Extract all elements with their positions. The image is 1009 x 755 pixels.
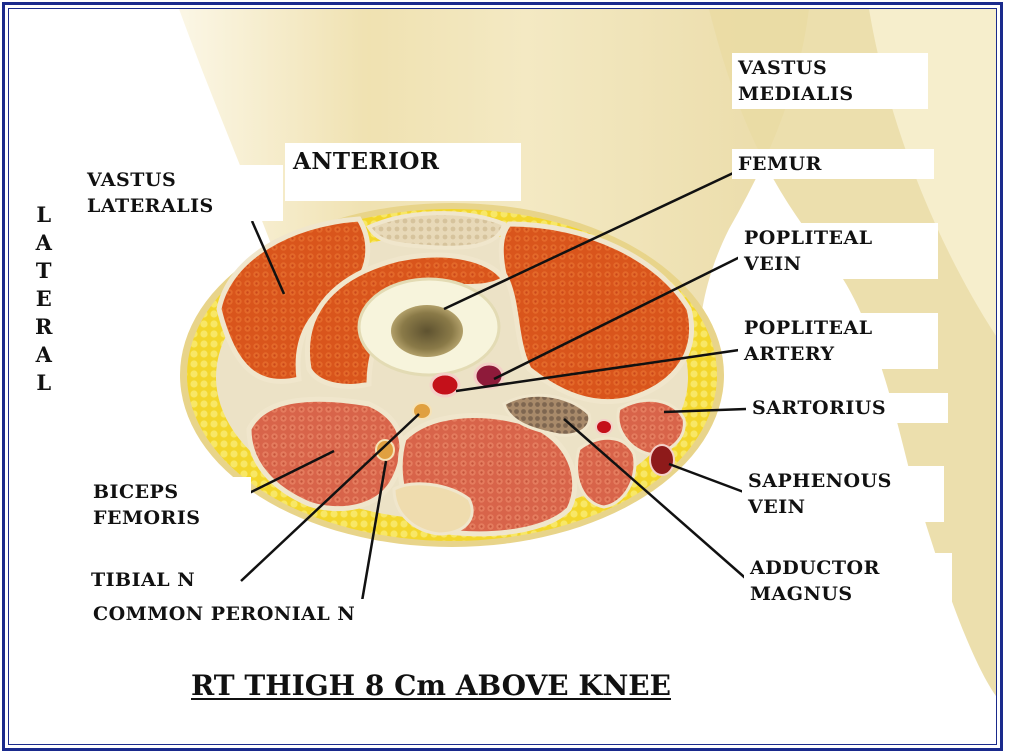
label-femur: FEMUR xyxy=(732,149,934,179)
inner-frame: VASTUS MEDIALIS ANTERIOR VASTUS LATERALI… xyxy=(8,8,997,745)
label-vastus-lateralis-line2: LATERALIS xyxy=(87,193,277,219)
label-sartorius-text: SARTORIUS xyxy=(752,395,942,421)
saphenous-vein-vessel xyxy=(650,445,674,475)
label-popliteal-artery: POPLITEAL ARTERY xyxy=(738,313,938,369)
label-sartorius: SARTORIUS xyxy=(746,393,948,423)
figure-caption: RT THIGH 8 Cm ABOVE KNEE xyxy=(191,669,671,702)
label-saphenous-vein-line1: SAPHENOUS xyxy=(748,468,938,494)
label-popliteal-vein-line1: POPLITEAL xyxy=(744,225,932,251)
popliteal-artery-vessel xyxy=(431,374,459,396)
label-biceps-femoris-line1: BICEPS xyxy=(93,479,245,505)
label-saphenous-vein-line2: VEIN xyxy=(748,494,938,520)
label-popliteal-vein-line2: VEIN xyxy=(744,251,932,277)
label-lateral-letter: A xyxy=(29,229,59,257)
label-saphenous-vein: SAPHENOUS VEIN xyxy=(742,466,944,522)
common-peronial-nerve xyxy=(376,440,394,460)
label-biceps-femoris: BICEPS FEMORIS xyxy=(87,477,251,533)
label-anterior-text: ANTERIOR xyxy=(293,147,513,177)
small-artery xyxy=(596,420,612,434)
label-vastus-lateralis: VASTUS LATERALIS xyxy=(81,165,283,221)
leader-saphenous-vein xyxy=(669,464,749,494)
label-lateral-letter: L xyxy=(29,369,59,397)
label-adductor-magnus-line2: MAGNUS xyxy=(750,581,946,607)
label-lateral-letter: T xyxy=(29,257,59,285)
label-lateral-vertical: L A T E R A L xyxy=(29,201,59,397)
label-adductor-magnus-line1: ADDUCTOR xyxy=(750,555,946,581)
label-lateral-letter: E xyxy=(29,285,59,313)
femur-marrow xyxy=(391,305,463,357)
label-common-peronial-nerve: COMMON PERONIAL N xyxy=(87,599,471,629)
label-vastus-medialis-line1: VASTUS xyxy=(738,55,922,81)
label-popliteal-artery-line1: POPLITEAL xyxy=(744,315,932,341)
label-vastus-medialis: VASTUS MEDIALIS xyxy=(732,53,928,109)
label-lateral-letter: A xyxy=(29,341,59,369)
rectus-femoris-tendon xyxy=(369,213,504,248)
label-lateral-letter: R xyxy=(29,313,59,341)
label-lateral-letter: L xyxy=(29,201,59,229)
label-tibial-nerve-text: TIBIAL N xyxy=(91,567,231,593)
label-vastus-medialis-line2: MEDIALIS xyxy=(738,81,922,107)
thigh-cross-section-illustration xyxy=(9,9,997,745)
label-common-peronial-nerve-text: COMMON PERONIAL N xyxy=(93,601,465,627)
label-tibial-nerve: TIBIAL N xyxy=(85,565,237,595)
label-biceps-femoris-line2: FEMORIS xyxy=(93,505,245,531)
label-popliteal-vein: POPLITEAL VEIN xyxy=(738,223,938,279)
label-anterior: ANTERIOR xyxy=(285,143,521,201)
label-vastus-lateralis-line1: VASTUS xyxy=(87,167,277,193)
label-popliteal-artery-line2: ARTERY xyxy=(744,341,932,367)
label-adductor-magnus: ADDUCTOR MAGNUS xyxy=(744,553,952,609)
label-femur-text: FEMUR xyxy=(738,151,928,177)
